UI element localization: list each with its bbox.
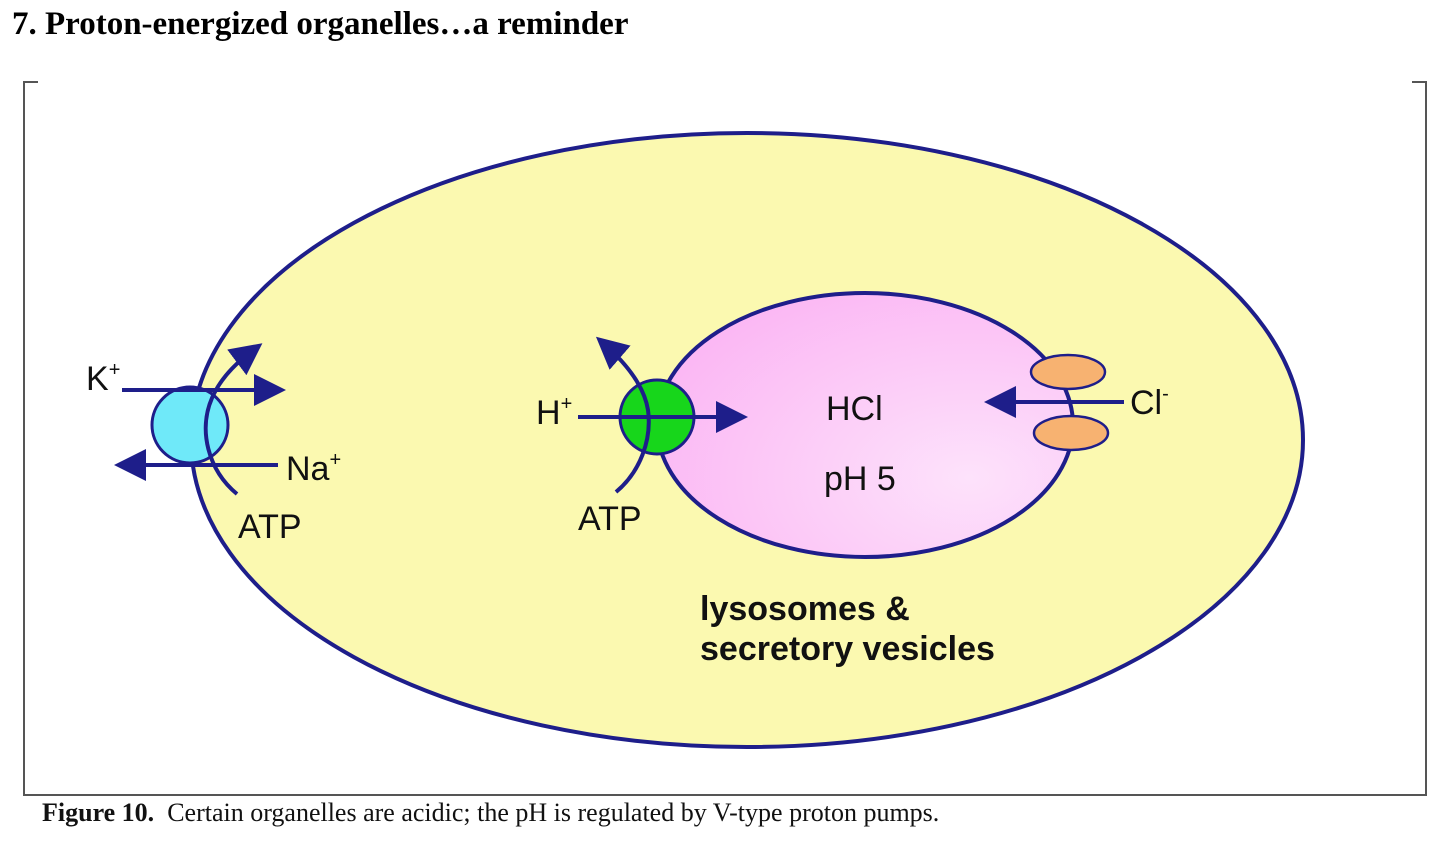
chloride-channel-top (1029, 353, 1107, 391)
k-ion-label: K+ (86, 359, 120, 398)
na-k-pump (114, 343, 286, 496)
chloride-channel (984, 353, 1124, 452)
page-title: 7. Proton-energized organelles…a reminde… (12, 6, 629, 42)
atp-curve-left (203, 343, 263, 496)
figure-caption-label: Figure 10. (42, 798, 155, 827)
proton-pump (578, 336, 748, 494)
figure-caption-text: Certain organelles are acidic; the pH is… (167, 798, 940, 827)
atp-curve-proton (595, 336, 651, 494)
na-k-pump-circle (150, 385, 230, 465)
hcl-label: HCl (826, 390, 883, 428)
na-ion-label: Na+ (286, 449, 341, 488)
atp-label-left: ATP (238, 508, 302, 546)
chloride-channel-bottom (1032, 414, 1110, 452)
cl-ion-label: Cl- (1130, 383, 1169, 422)
figure-caption: Figure 10. Certain organelles are acidic… (42, 798, 939, 828)
organelle-type-label-line2: secretory vesicles (700, 630, 995, 668)
ph-label: pH 5 (824, 460, 896, 498)
figure-frame (23, 81, 1427, 796)
organelle-type-label-line1: lysosomes & (700, 590, 910, 628)
atp-label-proton: ATP (578, 500, 642, 538)
h-ion-label: H+ (536, 393, 572, 432)
